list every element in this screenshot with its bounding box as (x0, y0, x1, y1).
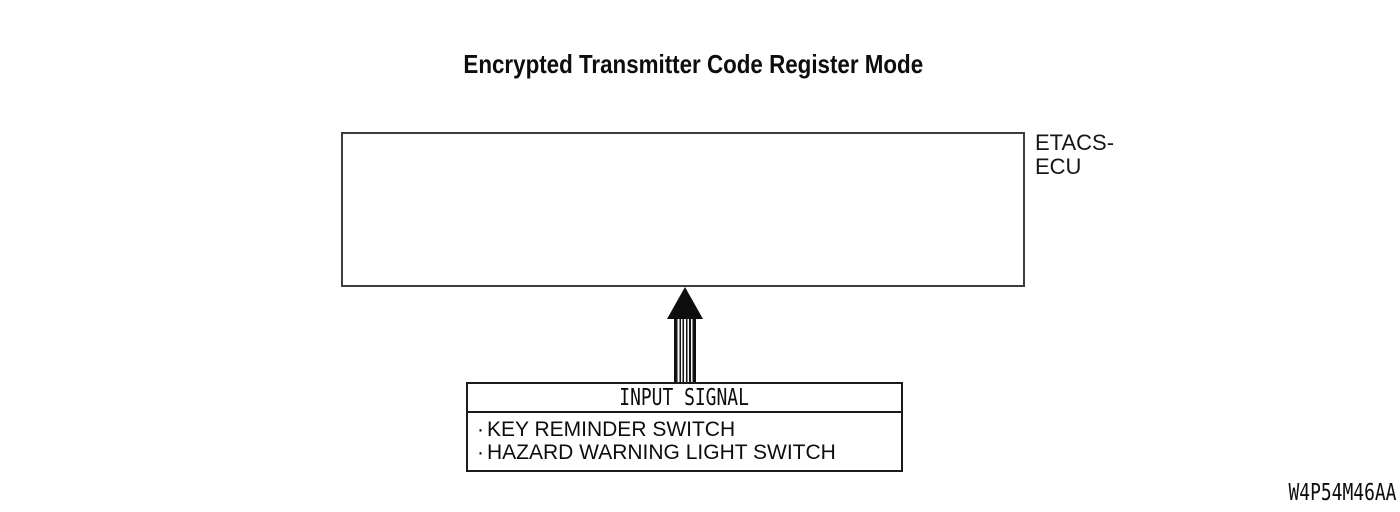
bullet-icon: · (477, 441, 484, 464)
etacs-ecu-label: ETACS- ECU (1035, 131, 1114, 179)
input-signal-box: INPUT SIGNAL · KEY REMINDER SWITCH · HAZ… (466, 382, 903, 472)
list-item: · HAZARD WARNING LIGHT SWITCH (474, 441, 901, 464)
etacs-ecu-label-line1: ETACS- (1035, 130, 1115, 155)
etacs-ecu-label-line2: ECU (1035, 154, 1082, 179)
arrow-up-icon (667, 287, 703, 319)
list-item: · KEY REMINDER SWITCH (474, 418, 901, 441)
bullet-icon: · (477, 418, 484, 441)
figure-code: W4P54M46AA (1287, 480, 1396, 506)
arrow-shaft (674, 319, 696, 382)
list-item-label: HAZARD WARNING LIGHT SWITCH (487, 441, 836, 464)
input-signal-arrow (667, 287, 703, 382)
input-signal-header: INPUT SIGNAL (468, 384, 901, 413)
page-title-text: Encrypted Transmitter Code Register Mode (463, 49, 923, 79)
list-item-label: KEY REMINDER SWITCH (487, 418, 736, 441)
input-signal-header-text: INPUT SIGNAL (619, 384, 750, 411)
etacs-ecu-box (341, 132, 1025, 287)
input-signal-list: · KEY REMINDER SWITCH · HAZARD WARNING L… (468, 413, 901, 470)
page-title: Encrypted Transmitter Code Register Mode (343, 49, 1043, 80)
